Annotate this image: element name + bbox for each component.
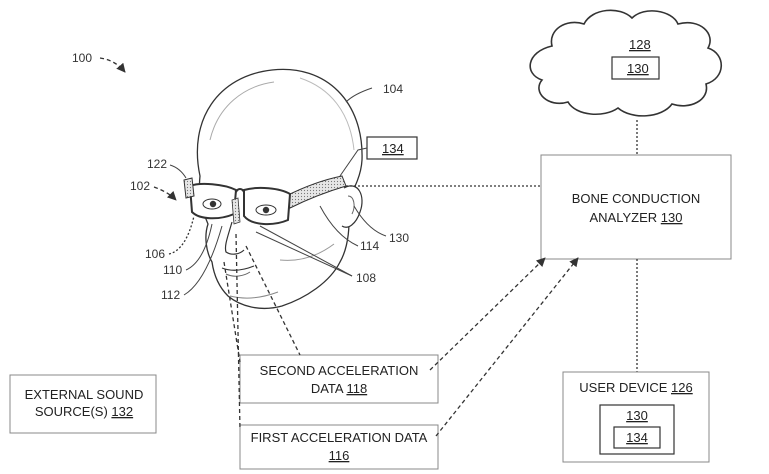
cloud-inner-ref-label: 130	[627, 61, 649, 76]
head-ref-label: 104	[383, 82, 403, 96]
tag-ref-label: 134	[382, 141, 404, 156]
external-line2: SOURCE(S) 132	[35, 404, 133, 419]
analyzer-line2: ANALYZER 130	[590, 210, 683, 225]
temple-sensor-ref-label: 114	[360, 239, 379, 253]
second-accel-to-analyzer-arrow	[430, 258, 545, 370]
frame-ref-label: 122	[147, 157, 167, 171]
ear-sensor-ref-label: 130	[389, 231, 409, 245]
second-accel-line2: DATA 118	[311, 381, 367, 396]
bridge-ref-label: 110	[163, 263, 182, 277]
first-accel-ref: 116	[329, 448, 350, 463]
second-accel-line2-prefix: DATA	[311, 381, 347, 396]
bone-conduction-analyzer-box	[541, 155, 731, 259]
figure-ref-arrow	[100, 58, 125, 72]
second-accel-line1: SECOND ACCELERATION	[260, 363, 419, 378]
user-device-inner2: 134	[626, 430, 648, 445]
glasses-ref-arrow	[154, 187, 176, 200]
face-ref-label: 108	[356, 271, 376, 285]
frame-ref-leader	[170, 165, 186, 178]
external-line2-prefix: SOURCE(S)	[35, 404, 112, 419]
first-accel-line1: FIRST ACCELERATION DATA	[251, 430, 428, 445]
nose-pad-leader	[169, 216, 194, 254]
user-device-ref: 126	[671, 380, 693, 395]
analyzer-line2-prefix: ANALYZER	[590, 210, 661, 225]
user-device-title-prefix: USER DEVICE	[579, 380, 671, 395]
user-device-inner1: 130	[626, 408, 648, 423]
analyzer-ref: 130	[661, 210, 683, 225]
analyzer-line1: BONE CONDUCTION	[572, 191, 701, 206]
second-accel-ref: 118	[346, 381, 367, 396]
head-ref-leader	[346, 88, 372, 102]
external-line1: EXTERNAL SOUND	[25, 387, 144, 402]
lower-ref-label: 112	[161, 288, 180, 302]
nose-pad-ref-label: 106	[145, 247, 165, 261]
glasses-ref-label: 102	[130, 179, 150, 193]
first-accel-to-analyzer-arrow	[436, 258, 578, 436]
cloud-ref-label: 128	[629, 37, 651, 52]
external-ref: 132	[111, 404, 133, 419]
user-device-title: USER DEVICE 126	[579, 380, 692, 395]
figure-ref-label: 100	[72, 51, 92, 65]
